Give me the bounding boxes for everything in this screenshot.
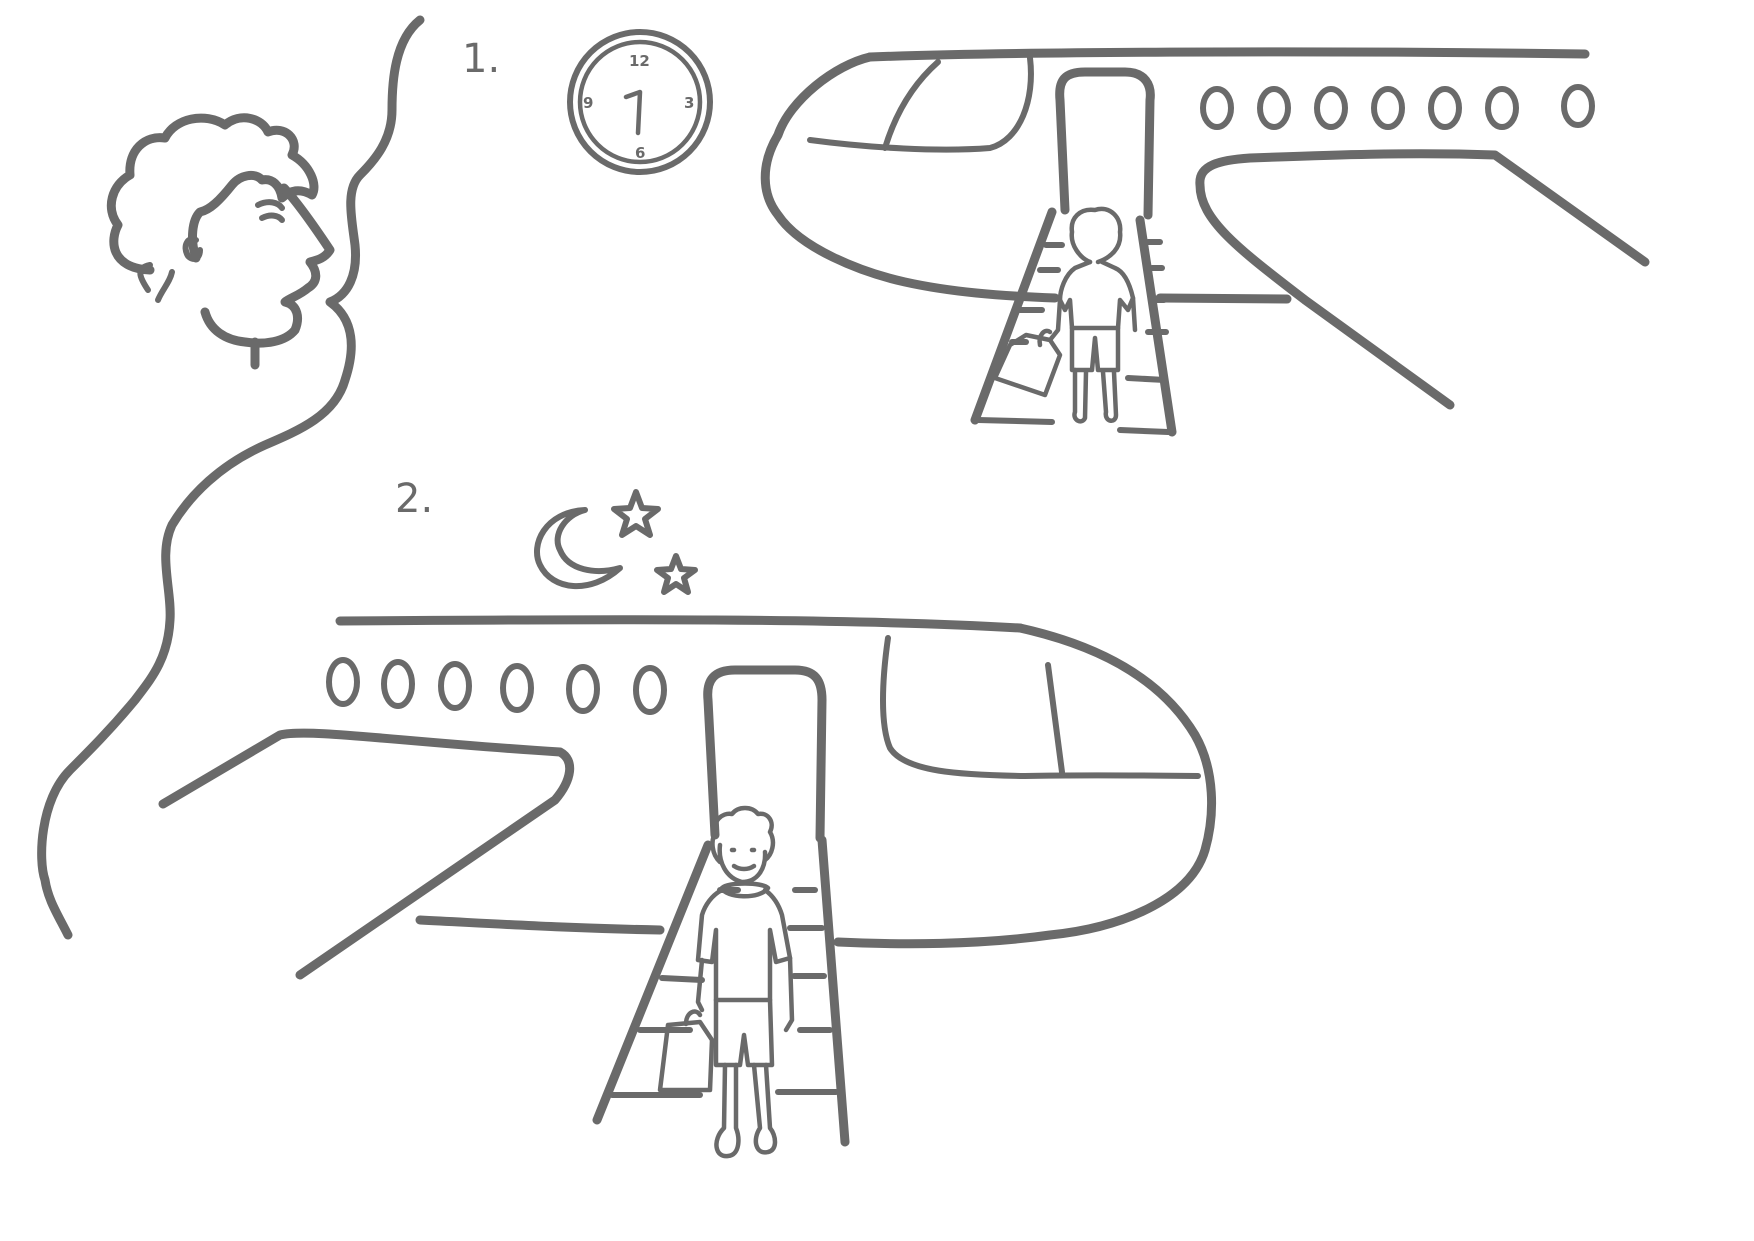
airplane-icon — [760, 47, 1650, 410]
panel-2-label: 2. — [395, 476, 433, 522]
clock-numeral-3: 3 — [684, 94, 694, 112]
bag-icon — [992, 328, 1063, 398]
stairs-icon — [592, 835, 850, 1147]
thought-line — [37, 15, 425, 940]
star-icon — [611, 489, 661, 538]
airplane-icon — [158, 615, 1217, 980]
clock-numeral-6: 6 — [635, 144, 645, 162]
bag-icon — [657, 1009, 715, 1093]
boy-icon — [1047, 206, 1138, 424]
clock-numeral-12: 12 — [629, 52, 650, 70]
wall-clock-icon: 12 3 6 9 — [567, 29, 713, 175]
person-head-icon — [106, 113, 335, 370]
clock-numeral-9: 9 — [583, 94, 593, 112]
crescent-moon-icon — [534, 507, 623, 590]
boy-icon — [695, 805, 795, 1159]
panel-1-label: 1. — [462, 36, 500, 82]
star-icon — [654, 553, 698, 595]
